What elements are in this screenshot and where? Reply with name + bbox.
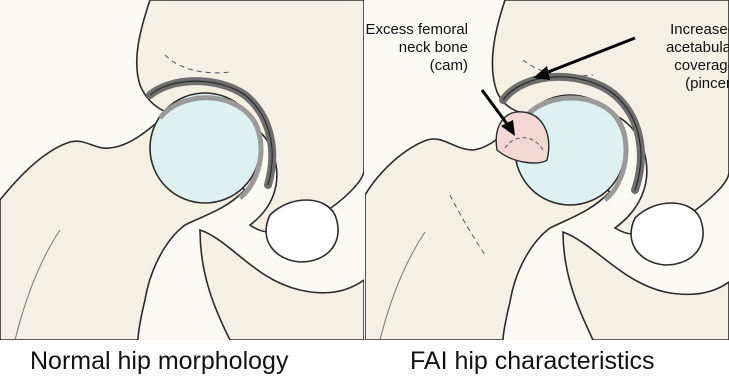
normal-hip-caption: Normal hip morphology bbox=[30, 344, 288, 378]
obturator-foramen bbox=[631, 203, 703, 265]
normal-hip-illustration bbox=[0, 0, 364, 340]
cam-annotation-line: (cam) bbox=[340, 57, 468, 75]
obturator-foramen bbox=[266, 200, 338, 262]
pincer-annotation-line: (pincer) bbox=[636, 75, 729, 93]
pincer-annotation-line: Increased bbox=[636, 21, 729, 39]
cam-annotation-line: neck bone bbox=[340, 39, 468, 57]
pincer-annotation: Increased acetabular coverage (pincer) bbox=[636, 21, 729, 93]
fai-hip-caption: FAI hip characteristics bbox=[410, 344, 655, 378]
pincer-annotation-line: coverage bbox=[636, 57, 729, 75]
cam-annotation: Excess femoral neck bone (cam) bbox=[340, 21, 468, 75]
cam-annotation-line: Excess femoral bbox=[340, 21, 468, 39]
normal-hip-drawing bbox=[0, 0, 364, 340]
pincer-annotation-line: acetabular bbox=[636, 39, 729, 57]
